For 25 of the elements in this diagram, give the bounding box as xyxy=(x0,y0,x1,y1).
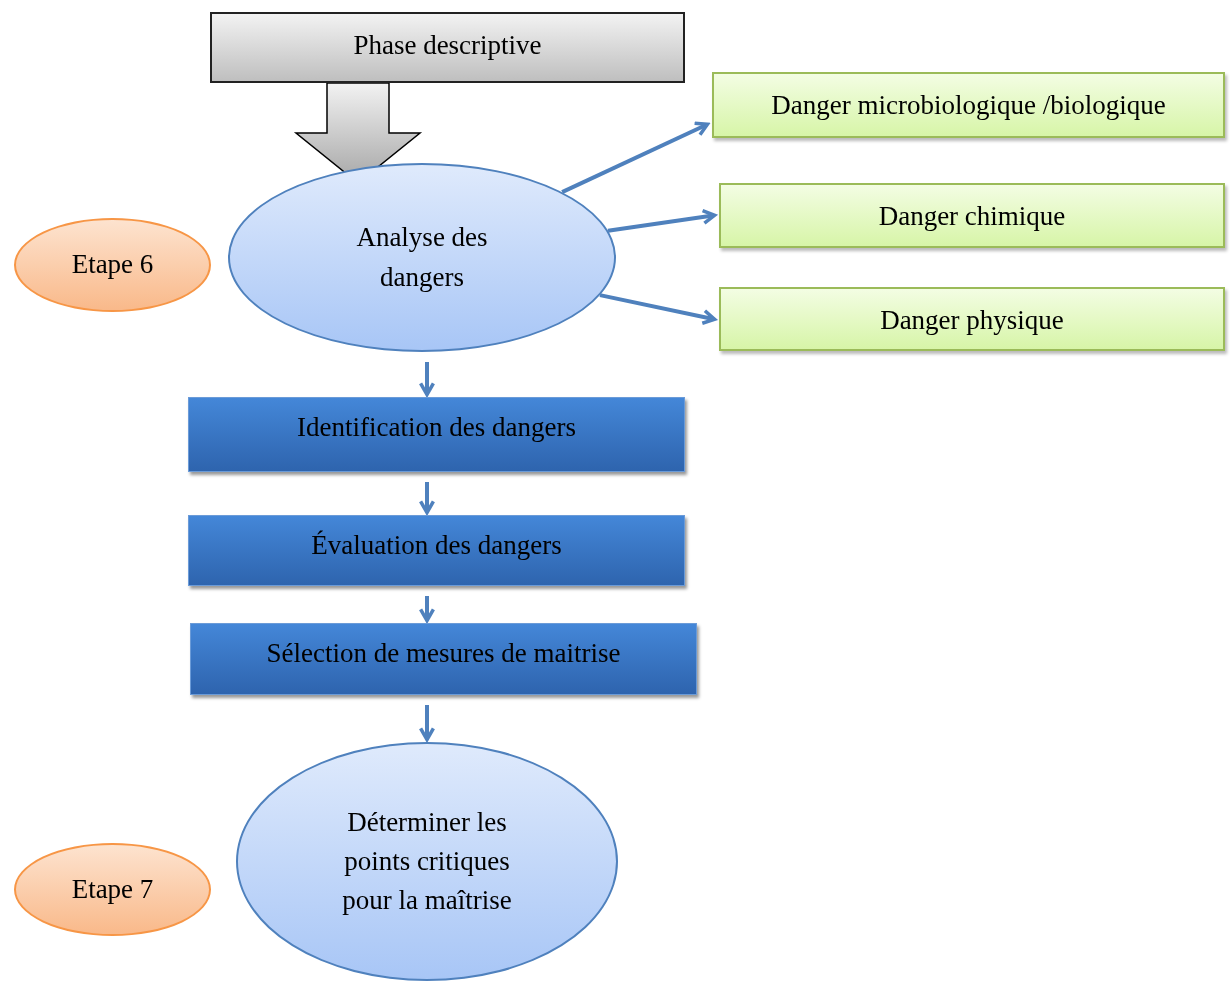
process-box xyxy=(188,515,685,586)
category-box xyxy=(712,72,1225,138)
arrow xyxy=(418,362,436,397)
arrow xyxy=(599,293,717,326)
arrow xyxy=(561,121,710,194)
node-label: Sélection de mesures de maitrise xyxy=(266,637,621,670)
arrow xyxy=(607,208,717,233)
node-label: Danger chimique xyxy=(878,200,1066,233)
category-box xyxy=(719,287,1225,351)
arrow xyxy=(418,482,436,515)
node-label: Analyse des dangers xyxy=(355,221,489,294)
process-box xyxy=(188,397,685,472)
node-label: Danger physique xyxy=(880,304,1064,337)
node-label: Évaluation des dangers xyxy=(311,529,562,562)
node-label: Identification des dangers xyxy=(297,411,576,444)
process-box xyxy=(210,12,685,83)
arrow xyxy=(418,705,436,742)
node-label: Etape 6 xyxy=(71,248,154,282)
arrow xyxy=(418,596,436,623)
node-label: Etape 7 xyxy=(71,872,154,906)
node-label: Danger microbiologique /biologique xyxy=(771,89,1166,122)
node-label: Déterminer les points critiques pour la maîtrise xyxy=(341,805,513,918)
category-box xyxy=(719,183,1225,248)
process-box xyxy=(190,623,697,695)
node-label: Phase descriptive xyxy=(353,29,542,62)
